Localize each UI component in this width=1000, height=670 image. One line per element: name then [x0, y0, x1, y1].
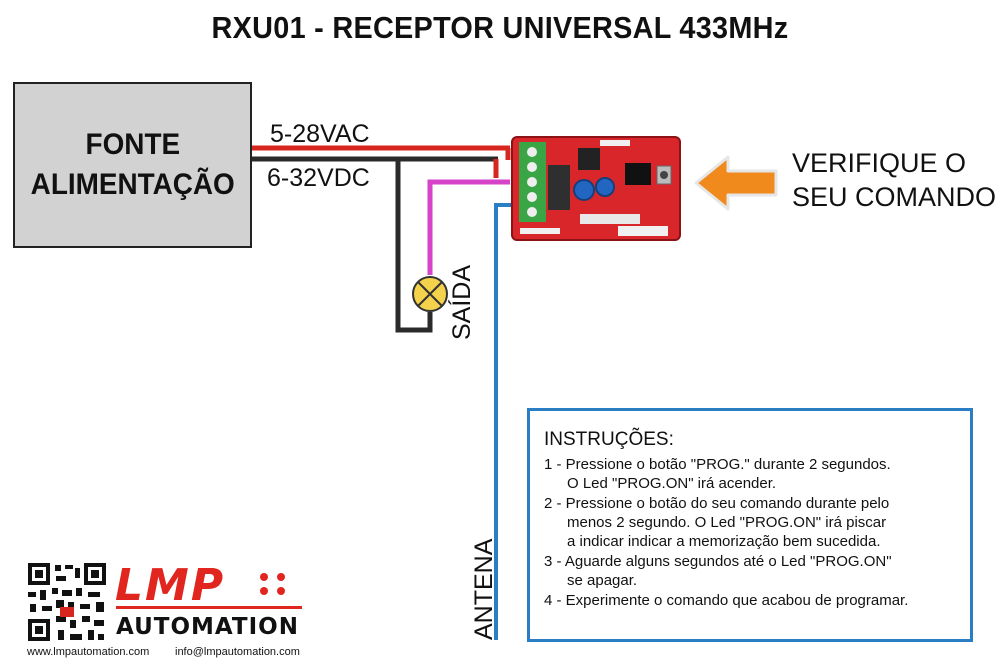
instructions-heading: INSTRUÇÕES: — [544, 429, 674, 450]
verify-remote-note: VERIFIQUE O SEU COMANDO — [792, 146, 996, 214]
logo-underline — [116, 606, 302, 609]
instruction-line: 4 - Experimente o comando que acabou de … — [544, 592, 909, 609]
instruction-line: O Led "PROG.ON" irá acender. — [567, 475, 777, 492]
page-title: RXU01 - RECEPTOR UNIVERSAL 433MHz — [211, 10, 789, 45]
instruction-line: 1 - Pressione o botão "PROG." durante 2 … — [544, 456, 891, 473]
lamp-return-wire — [395, 159, 433, 333]
power-supply-box: FONTE ALIMENTAÇÃO — [13, 82, 252, 248]
instruction-line: se apagar. — [567, 572, 638, 589]
brand-logo: LMP — [115, 560, 225, 611]
instruction-line: 3 - Aguarde alguns segundos até o Led "P… — [544, 553, 892, 570]
qr-code-icon — [26, 561, 108, 643]
instructions-box: INSTRUÇÕES: 1 - Pressione o botão "PROG.… — [527, 408, 973, 642]
verify-line-2: SEU COMANDO — [792, 182, 997, 212]
instruction-line: menos 2 segundo. O Led "PROG.ON" irá pis… — [567, 514, 887, 531]
power-supply-label-2: ALIMENTAÇÃO — [30, 168, 235, 201]
brand-subtitle: AUTOMATION — [116, 614, 299, 640]
lamp-icon — [412, 276, 448, 312]
power-supply-label-1: FONTE — [85, 128, 180, 161]
website-link[interactable]: www.lmpautomation.com — [27, 646, 150, 658]
instruction-step: 4 - Experimente o comando que acabou de … — [544, 591, 956, 610]
voltage-dc-label: 6-32VDC — [267, 164, 370, 192]
orange-arrow-icon — [694, 155, 778, 211]
instruction-line: 2 - Pressione o botão do seu comando dur… — [544, 495, 890, 512]
voltage-ac-label: 5-28VAC — [270, 120, 370, 148]
instruction-step: 2 - Pressione o botão do seu comando dur… — [544, 494, 956, 551]
brand-name: LMP — [115, 560, 226, 611]
antenna-wire — [494, 203, 512, 640]
instruction-line: a indicar indicar a memorização bem suce… — [567, 533, 881, 550]
instruction-step: 1 - Pressione o botão "PROG." durante 2 … — [544, 455, 956, 493]
logo-dot-icon — [260, 573, 268, 581]
antenna-label: ANTENA — [470, 538, 498, 640]
instruction-step: 3 - Aguarde alguns segundos até o Led "P… — [544, 552, 956, 590]
output-wire — [427, 179, 510, 275]
receiver-board-icon — [511, 136, 681, 241]
output-label: SAÍDA — [448, 264, 476, 340]
verify-line-1: VERIFIQUE O — [792, 148, 967, 178]
email-link[interactable]: info@lmpautomation.com — [175, 646, 300, 658]
